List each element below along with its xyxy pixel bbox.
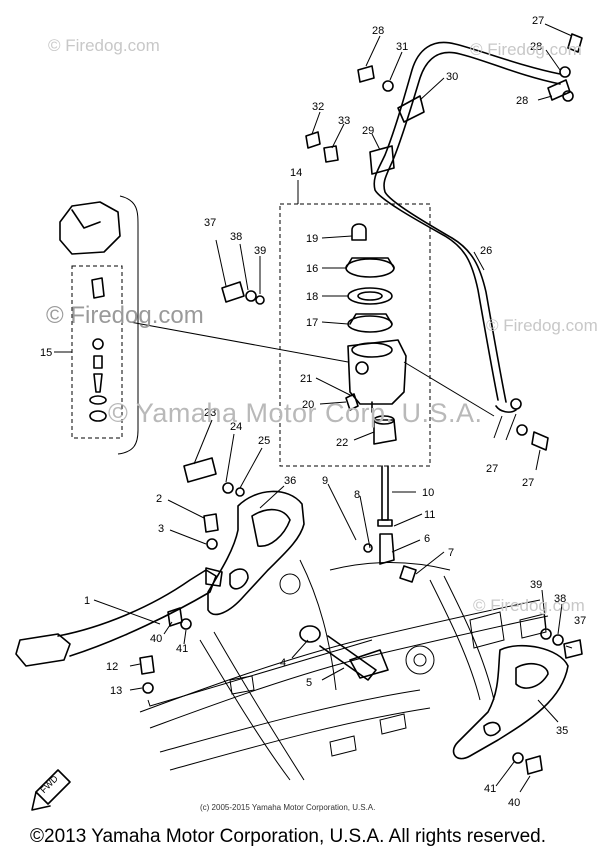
callout-36: 36 (284, 475, 296, 487)
callout-17: 17 (306, 317, 318, 329)
callout-4: 4 (280, 657, 286, 669)
callout-27c: 27 (522, 477, 534, 489)
callout-14: 14 (290, 167, 302, 179)
callout-38a: 38 (230, 231, 242, 243)
callout-35: 35 (556, 725, 568, 737)
callout-23: 23 (204, 407, 216, 419)
callout-6: 6 (424, 533, 430, 545)
callout-8: 8 (354, 489, 360, 501)
callout-22: 22 (336, 437, 348, 449)
callout-28d: 27 (486, 463, 498, 475)
callout-39a: 39 (254, 245, 266, 257)
callout-41b: 41 (484, 783, 496, 795)
callout-33: 32 (312, 101, 324, 113)
brake-pedal (15, 567, 223, 667)
callout-39b: 39 (530, 579, 542, 591)
callout-31: 28 (372, 25, 384, 37)
callout-27a: 27 (532, 15, 544, 27)
push-rod (363, 465, 417, 583)
footer-copyright: ©2013 Yamaha Motor Corporation, U.S.A. A… (30, 826, 546, 847)
callout-32: 31 (396, 41, 408, 53)
callout-1: 1 (84, 595, 90, 607)
callout-10: 10 (422, 487, 434, 499)
callout-37a: 37 (204, 217, 216, 229)
callout-21: 21 (300, 373, 312, 385)
callout-13: 13 (110, 685, 122, 697)
callout-2: 2 (156, 493, 162, 505)
callout-26: 26 (480, 245, 492, 257)
watermark-top-left: © Firedog.com (48, 36, 160, 55)
diagram-copyright: (c) 2005-2015 Yamaha Motor Corporation, … (200, 803, 376, 812)
watermark-yamaha: © Yamaha Motor Corp. U.S.A. (108, 398, 483, 428)
callout-25: 25 (258, 435, 270, 447)
callout-numbers: 28 31 27 28 30 28 32 33 29 14 19 26 16 1… (40, 15, 586, 809)
fwd-label: FWD (38, 773, 60, 795)
bolts-left (139, 457, 245, 694)
pivot-shaft (299, 625, 389, 681)
callout-37b: 37 (574, 615, 586, 627)
callout-19: 19 (306, 233, 318, 245)
callout-40a: 40 (150, 633, 162, 645)
callout-3: 3 (158, 523, 164, 535)
watermark-mid-right: © Firedog.com (486, 316, 598, 335)
callout-30: 30 (446, 71, 458, 83)
footrest-bracket-right (452, 644, 569, 760)
bolts-right (512, 628, 583, 775)
brake-hose (369, 41, 574, 451)
callout-28b: 28 (516, 95, 528, 107)
callout-15: 15 (40, 347, 52, 359)
leader-lines (129, 321, 495, 707)
watermark-firedog-large: © Firedog.com (46, 302, 204, 329)
callout-41a: 41 (176, 643, 188, 655)
callout-40b: 40 (508, 797, 520, 809)
callout-9: 9 (322, 475, 328, 487)
callout-29: 29 (362, 125, 374, 137)
frame (139, 559, 549, 781)
callout-24: 24 (230, 421, 242, 433)
reservoir-group (54, 195, 139, 455)
callout-leaders (93, 23, 573, 793)
watermark-top-right: © Firedog.com (470, 40, 582, 59)
callout-5: 5 (306, 677, 312, 689)
callout-7: 7 (448, 547, 454, 559)
watermark-bottom-right: © Firedog.com (473, 596, 585, 615)
callout-16: 16 (306, 263, 318, 275)
bolts-mount (221, 281, 265, 305)
master-cylinder-box (279, 203, 431, 467)
callout-34: 33 (338, 115, 350, 127)
fwd-arrow: FWD (31, 769, 71, 811)
callout-18: 18 (306, 291, 318, 303)
callout-12: 12 (106, 661, 118, 673)
footrest-bracket-left (207, 490, 305, 616)
callout-38b: 38 (554, 593, 566, 605)
callout-20: 20 (302, 399, 314, 411)
callout-28a: 28 (530, 41, 542, 53)
fittings-top (305, 33, 583, 163)
callout-11: 11 (424, 509, 435, 521)
